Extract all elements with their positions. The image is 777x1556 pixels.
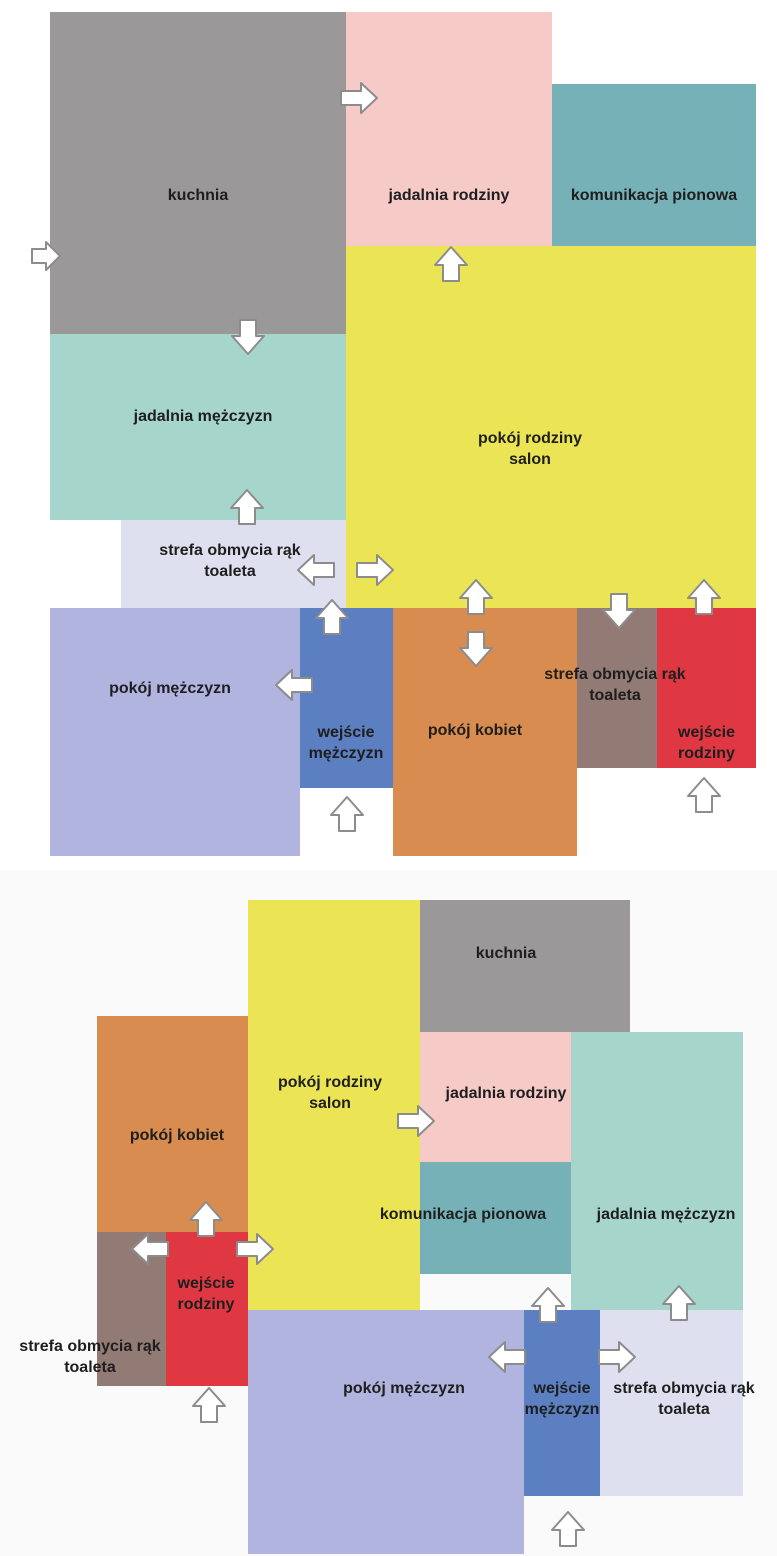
label-pokoj-kobiet: pokój kobiet [427,722,523,739]
layout-diagram-2: kuchnia pokój rodziny salon jadalnia rod… [0,870,777,1556]
label-wejscie-rodziny: wejście rodziny [177,1275,235,1313]
room-strefa-obmycia-rodziny [577,608,657,768]
room-jadalnia-rodziny [346,12,552,246]
room-strefa-obmycia-rodziny [97,1232,166,1386]
room-komunikacja-pionowa [420,1162,571,1274]
arrow-right-icon [340,82,378,114]
label-jadalnia-mezczyzn: jadalnia mężczyzn [596,1206,736,1223]
label-komunikacja-pionowa: komunikacja pionowa [570,187,738,204]
arrow-down-icon [602,593,636,629]
arrow-up-icon [330,796,364,832]
room-kuchnia [420,900,630,1032]
arrow-up-icon [230,489,264,525]
label-pokoj-mezczyzn: pokój mężczyzn [109,680,231,697]
layout-diagram-1: kuchnia jadalnia rodziny komunikacja pio… [31,12,756,856]
arrow-right-icon [397,1105,435,1137]
label-pokoj-kobiet: pokój kobiet [129,1127,225,1144]
arrow-left-icon [297,554,335,586]
room-wejscie-rodziny [166,1232,248,1386]
arrow-right-icon [356,554,394,586]
room-pokoj-kobiet [97,1016,248,1232]
label-jadalnia-mezczyzn: jadalnia mężczyzn [133,408,273,425]
arrow-up-icon [531,1287,565,1323]
room-pokoj-mezczyzn [248,1310,524,1554]
label-strefa-obmycia-mezczyzn: strefa obmycia rąk toaleta [613,1380,755,1418]
label-kuchnia: kuchnia [475,945,537,962]
label-pokoj-rodziny-salon: pokój rodziny salon [278,1074,382,1112]
arrow-right-icon [31,241,61,271]
room-jadalnia-mezczyzn [50,334,346,520]
arrow-up-icon [687,777,721,813]
room-pokoj-rodziny-salon [346,246,756,608]
room-wejscie-mezczyzn [300,608,393,788]
arrow-right-icon [598,1341,636,1373]
room-komunikacja-pionowa [552,84,756,246]
label-wejscie-mezczyzn: wejście mężczyzn [308,724,384,762]
room-kuchnia [50,12,346,334]
label-wejscie-rodziny: wejście rodziny [678,724,735,762]
arrow-right-icon [236,1233,274,1265]
label-strefa-obmycia-rodziny: strefa obmycia rąk toaleta [544,666,686,704]
arrow-left-icon [131,1233,169,1265]
arrow-up-icon [662,1285,696,1321]
room-jadalnia-rodziny [420,1032,571,1162]
room-strefa-obmycia-mezczyzn [600,1310,743,1496]
room-jadalnia-mezczyzn [571,1032,743,1310]
label-strefa-obmycia-rodziny: strefa obmycia rąk toaleta [19,1338,161,1376]
arrow-up-icon [687,579,721,615]
label-pokoj-rodziny-salon: pokój rodziny salon [478,430,582,468]
arrow-up-icon [192,1387,226,1423]
label-jadalnia-rodziny: jadalnia rodziny [445,1085,567,1102]
label-jadalnia-rodziny: jadalnia rodziny [388,187,510,204]
arrow-up-icon [434,246,468,282]
arrow-up-icon [315,599,349,635]
arrow-left-icon [275,669,313,701]
room-pokoj-mezczyzn [50,608,300,856]
arrow-down-icon [231,319,265,355]
label-wejscie-mezczyzn: wejście mężczyzn [524,1380,600,1418]
room-pokoj-rodziny-salon [248,900,420,1310]
arrow-up-icon [459,579,493,615]
label-komunikacja-pionowa: komunikacja pionowa [379,1206,547,1223]
arrow-up-icon [189,1201,223,1237]
label-pokoj-mezczyzn: pokój mężczyzn [343,1380,465,1397]
arrow-down-icon [459,631,493,667]
arrow-left-icon [488,1341,526,1373]
room-wejscie-mezczyzn [524,1310,600,1496]
arrow-up-icon [551,1511,585,1547]
room-wejscie-rodziny [657,608,756,768]
label-kuchnia: kuchnia [167,187,229,204]
label-strefa-obmycia-mezczyzn: strefa obmycia rąk toaleta [159,542,301,580]
